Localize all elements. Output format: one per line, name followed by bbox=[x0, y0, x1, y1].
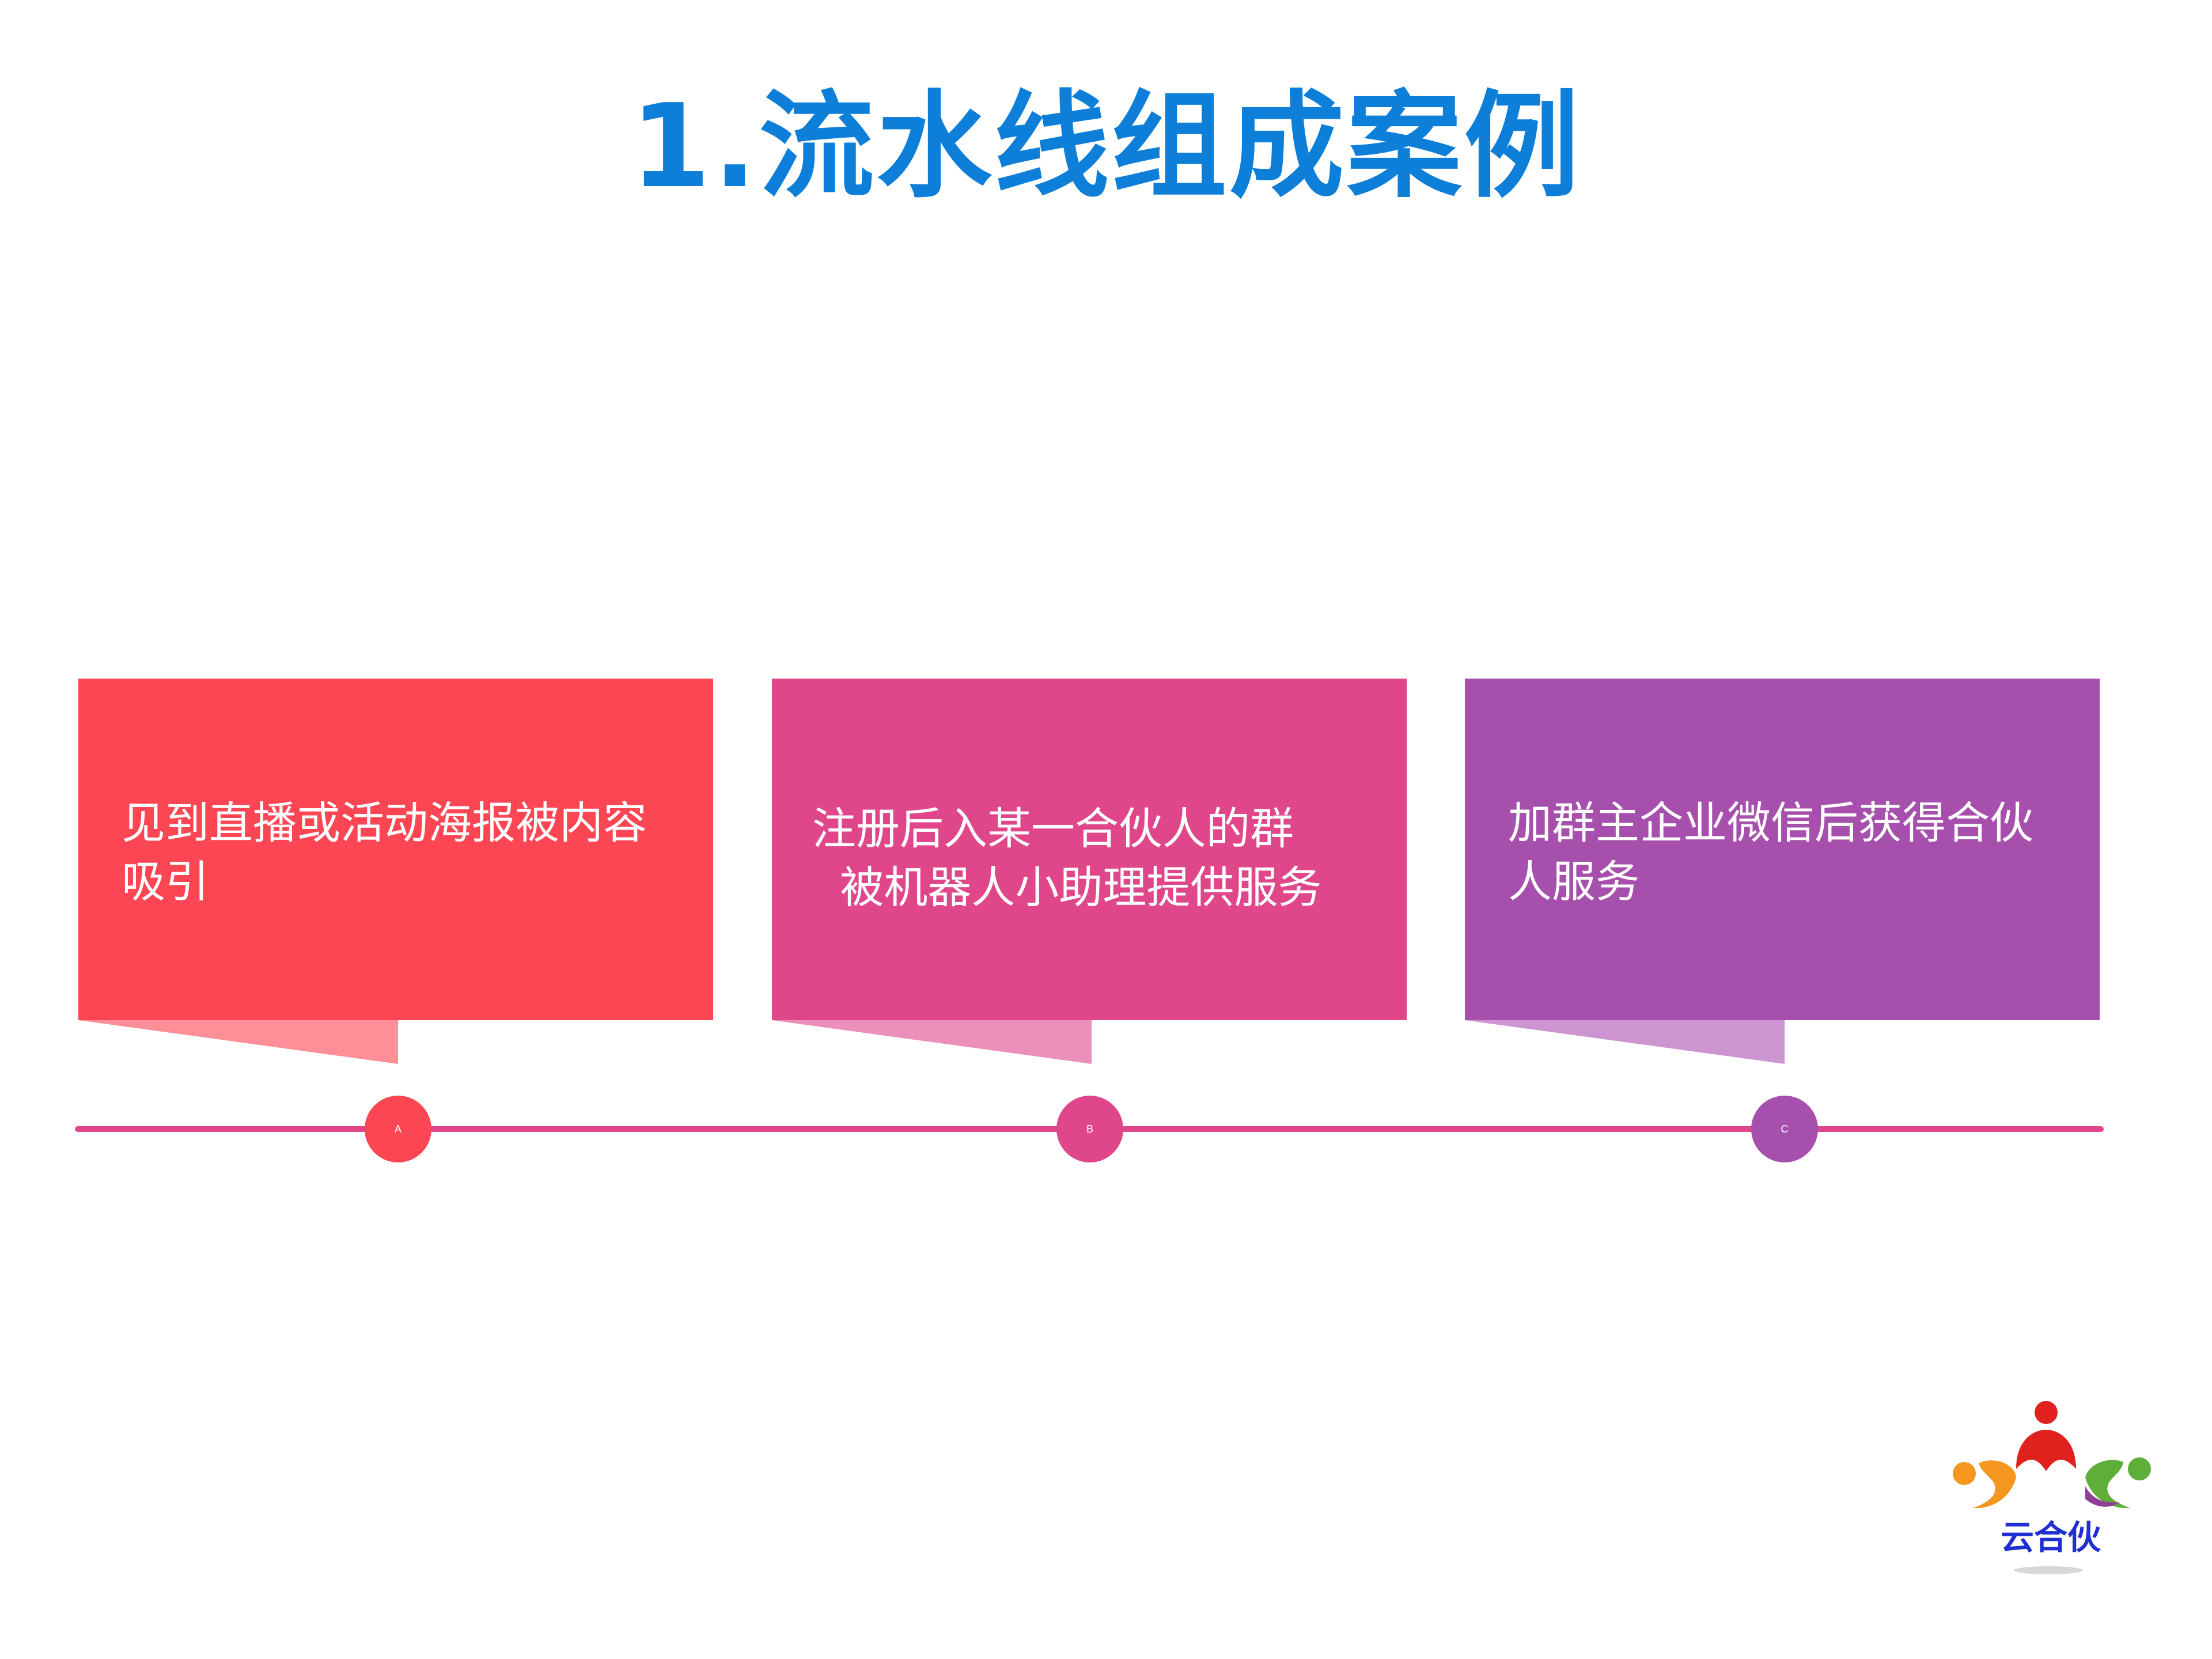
people-circle-logo-icon bbox=[1953, 1401, 2151, 1574]
step-text-3: 加群主企业微信后获得合伙 人服务 bbox=[1508, 797, 2033, 907]
brand-logo: 云合伙 bbox=[1947, 1400, 2154, 1578]
step-card-2: 注册后入某一合伙人的群 被机器人小助理提供服务 bbox=[772, 679, 1407, 1020]
step-card-3: 加群主企业微信后获得合伙 人服务 bbox=[1465, 679, 2100, 1020]
timeline-node-a: A bbox=[365, 1096, 431, 1162]
step-pointer-2 bbox=[772, 1020, 1092, 1064]
step-card-1: 见到直播或活动海报被内容 吸引 bbox=[78, 679, 713, 1020]
timeline-node-c: C bbox=[1751, 1096, 1818, 1162]
step-text-1: 见到直播或活动海报被内容 吸引 bbox=[122, 797, 647, 907]
step-pointer-1 bbox=[78, 1020, 398, 1064]
timeline-node-b: B bbox=[1056, 1096, 1123, 1162]
logo-text: 云合伙 bbox=[2000, 1518, 2101, 1557]
step-pointer-3 bbox=[1465, 1020, 1785, 1064]
page-title: 1.流水线组成案例 bbox=[630, 79, 1582, 214]
step-text-2: 注册后入某一合伙人的群 被机器人小助理提供服务 bbox=[812, 803, 1322, 913]
